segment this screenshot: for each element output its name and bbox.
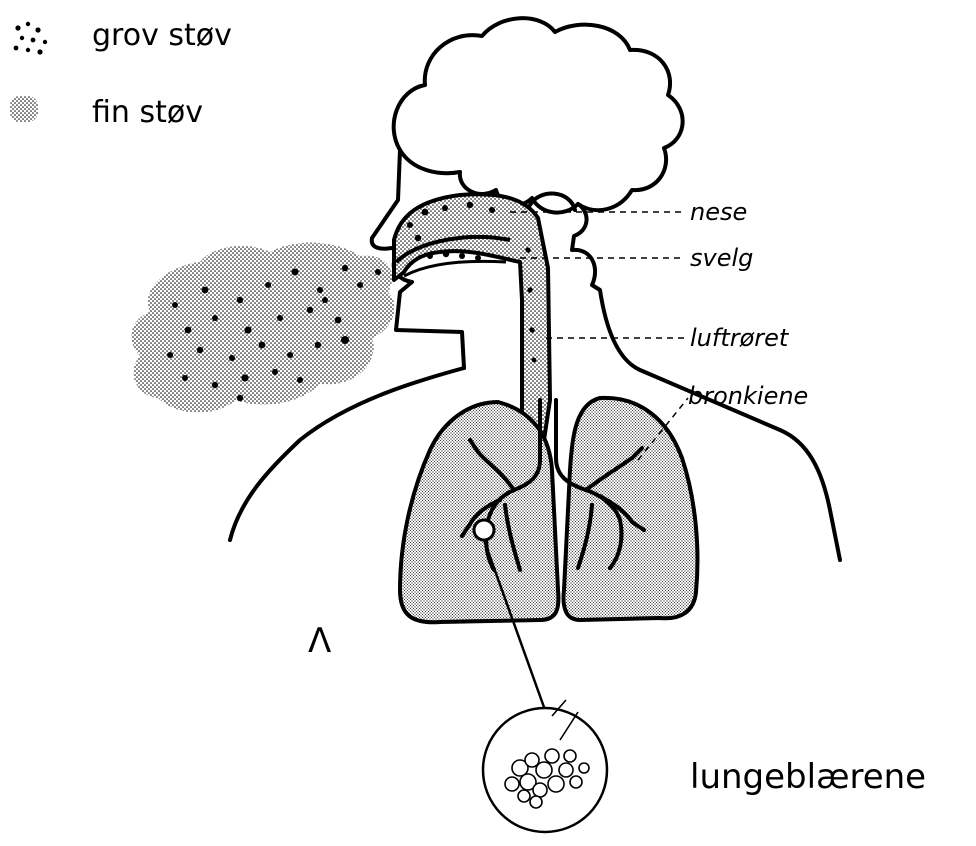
- hair: [394, 18, 683, 212]
- fine-dust-icon: [10, 96, 38, 122]
- fine-dust-label: fin støv: [92, 95, 203, 130]
- coarse-dust-label: grov støv: [92, 18, 232, 53]
- dust-cloud: [131, 243, 394, 413]
- alveolus-marker: [474, 520, 494, 540]
- label-bronchi: bronkiene: [688, 382, 808, 410]
- label-trachea: luftrøret: [690, 324, 790, 352]
- label-throat: svelg: [690, 244, 753, 272]
- lungs: [400, 398, 697, 622]
- legend: grov støv fin støv: [10, 18, 232, 130]
- caret-mark: Λ: [308, 621, 331, 661]
- right-lung: [564, 398, 698, 620]
- label-nose: nese: [690, 198, 747, 226]
- alveoli-label: lungeblærene: [690, 757, 926, 797]
- coarse-dust-icon: [14, 22, 48, 55]
